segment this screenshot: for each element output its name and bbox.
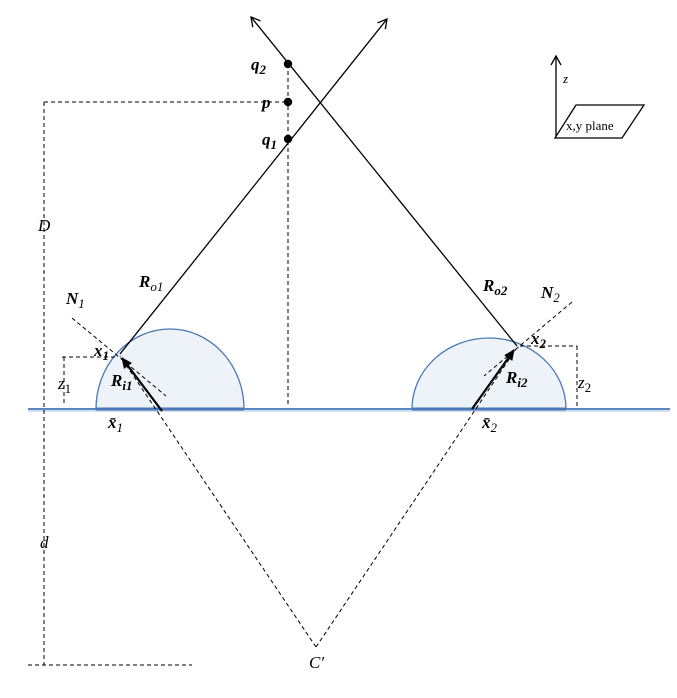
ray-Ro1: [119, 17, 388, 355]
label-x1: x1: [93, 341, 109, 363]
label-p: p: [260, 93, 271, 112]
label-N2: N2: [540, 283, 560, 305]
normal-N1: [71, 317, 167, 397]
label-q1: q1: [262, 130, 277, 152]
label-D: D: [37, 216, 51, 235]
label-Ro1: Ro1: [138, 272, 163, 294]
label-q2: q2: [251, 55, 267, 77]
label-d: d: [40, 533, 49, 552]
label-Ri1: Ri1: [110, 371, 132, 393]
label-z1: z1: [57, 374, 71, 396]
droplet-1: [95, 328, 245, 410]
point-p: [283, 97, 293, 107]
label-Ro2: Ro2: [482, 276, 508, 298]
label-z2: z2: [577, 373, 591, 395]
label-N1: N1: [65, 289, 85, 311]
label-x2: x2: [530, 329, 547, 351]
point-q1: [283, 134, 293, 144]
xy-plane-icon: [553, 104, 646, 139]
label-xbar2: x̄2: [481, 413, 498, 435]
normal-N2: [483, 301, 573, 377]
label-Ri2: Ri2: [505, 368, 528, 390]
point-q2: [283, 59, 293, 69]
label-xy-plane: x,y plane: [566, 118, 614, 133]
label-xbar1: x̄1: [107, 413, 123, 435]
label-z-axis: z: [562, 71, 568, 86]
ray-C-to-x2: [315, 348, 517, 648]
label-C-prime: C′: [309, 653, 324, 672]
ray-Ro2: [250, 15, 518, 347]
ray-C-to-x1: [119, 355, 317, 648]
arrow-Ri2: [471, 349, 515, 410]
droplet-2: [411, 337, 567, 410]
arrow-Ri1: [121, 357, 163, 412]
